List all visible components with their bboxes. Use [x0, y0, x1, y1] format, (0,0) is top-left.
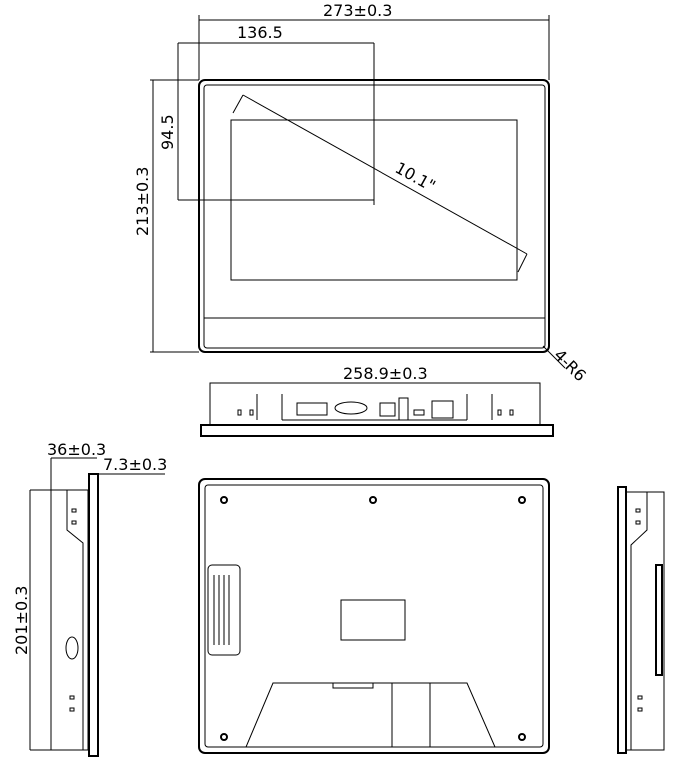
power-terminal	[296, 402, 328, 416]
serial-port	[334, 401, 368, 415]
vent-cover	[207, 564, 241, 656]
screw-holes	[220, 496, 526, 741]
sd-card-slot	[65, 636, 79, 660]
usb-port	[398, 397, 409, 421]
bezel-dimension: 7.3±0.3	[103, 455, 167, 474]
half-height-dimension: 94.5	[158, 114, 177, 150]
cutout-height-dimension: 201±0.3	[12, 586, 31, 655]
cutout-width-dimension: 258.9±0.3	[343, 364, 428, 383]
front-view: 10.1" 273±0.3 136.5 94.5 213±0.3 4-R6	[133, 1, 590, 385]
width-dimension: 273±0.3	[323, 1, 392, 20]
ethernet-port	[431, 400, 454, 419]
bottom-view: 258.9±0.3	[200, 364, 554, 437]
left-side-view: 36±0.3 7.3±0.3 201±0.3	[12, 440, 167, 757]
half-width-dimension: 136.5	[237, 23, 283, 42]
corner-radius-label: 4-R6	[550, 345, 590, 385]
height-dimension: 213±0.3	[133, 167, 152, 236]
diagonal-label: 10.1"	[392, 158, 439, 195]
label-area	[340, 599, 406, 641]
diagonal-line	[242, 94, 528, 255]
stand-housing	[245, 682, 496, 748]
right-side-view	[617, 486, 665, 754]
back-view	[198, 478, 550, 754]
depth-dimension: 36±0.3	[47, 440, 106, 459]
